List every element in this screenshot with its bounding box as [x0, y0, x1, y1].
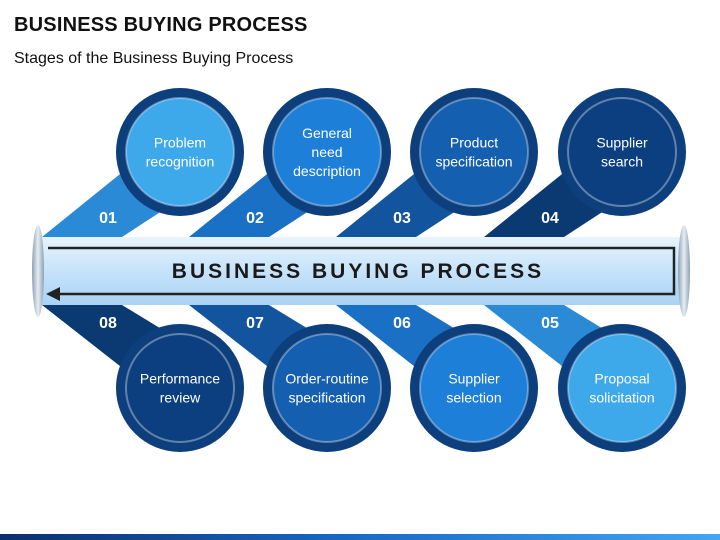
banner-left-cap: [32, 225, 44, 317]
stage-01: Problem recognition: [116, 88, 244, 216]
stage-circle-06: [419, 333, 529, 443]
stage-circle-05: [567, 333, 677, 443]
stage-number-02: 02: [246, 210, 264, 227]
stage-label-03-line-1: Product: [450, 135, 498, 151]
stage-circle-01: [125, 97, 235, 207]
stage-label-01-line-2: recognition: [146, 154, 215, 170]
banner-arrow-line: [48, 246, 676, 296]
banner-right-cap: [678, 225, 690, 317]
stage-label-07-line-1: Order-routine: [285, 371, 368, 387]
bottom-accent-bar: [0, 534, 720, 540]
stage-number-05: 05: [541, 315, 559, 332]
stage-06: Supplier selection: [410, 324, 538, 452]
stage-circle-03: [419, 97, 529, 207]
stage-03: Product specification: [410, 88, 538, 216]
stage-label-04-line-1: Supplier: [596, 135, 648, 151]
stage-label-02-line-2: need: [311, 144, 342, 160]
stage-label-05-line-1: Proposal: [594, 371, 649, 387]
stage-label-02-line-1: General: [302, 125, 352, 141]
stage-05: Proposal solicitation: [558, 324, 686, 452]
stage-label-08-line-2: review: [160, 390, 201, 406]
stage-label-04-line-2: search: [601, 154, 643, 170]
stage-07: Order-routine specification: [263, 324, 391, 452]
stage-02: General need description: [263, 88, 391, 216]
page-title: BUSINESS BUYING PROCESS: [14, 14, 308, 36]
stage-number-01: 01: [99, 210, 117, 227]
stage-label-08-line-1: Performance: [140, 371, 220, 387]
banner: BUSINESS BUYING PROCESS: [32, 225, 690, 317]
banner-label: BUSINESS BUYING PROCESS: [172, 260, 544, 283]
stage-label-01-line-1: Problem: [154, 135, 206, 151]
stage-circle-04: [567, 97, 677, 207]
stage-08: Performance review: [116, 324, 244, 452]
stage-number-06: 06: [393, 315, 411, 332]
stage-number-03: 03: [393, 210, 411, 227]
stage-label-06-line-2: selection: [446, 390, 501, 406]
stage-circle-08: [125, 333, 235, 443]
stage-number-08: 08: [99, 315, 117, 332]
stage-label-06-line-1: Supplier: [448, 371, 500, 387]
page-subtitle: Stages of the Business Buying Process: [14, 50, 294, 67]
stage-number-07: 07: [246, 315, 264, 332]
stage-label-03-line-2: specification: [435, 154, 512, 170]
stage-label-05-line-2: solicitation: [589, 390, 654, 406]
stage-number-04: 04: [541, 210, 559, 227]
stage-circle-02: [272, 97, 382, 207]
stage-label-02-line-3: description: [293, 163, 361, 179]
stage-04: Supplier search: [558, 88, 686, 216]
banner-arrow-head: [46, 287, 60, 301]
stage-label-07-line-2: specification: [288, 390, 365, 406]
stage-circle-07: [272, 333, 382, 443]
